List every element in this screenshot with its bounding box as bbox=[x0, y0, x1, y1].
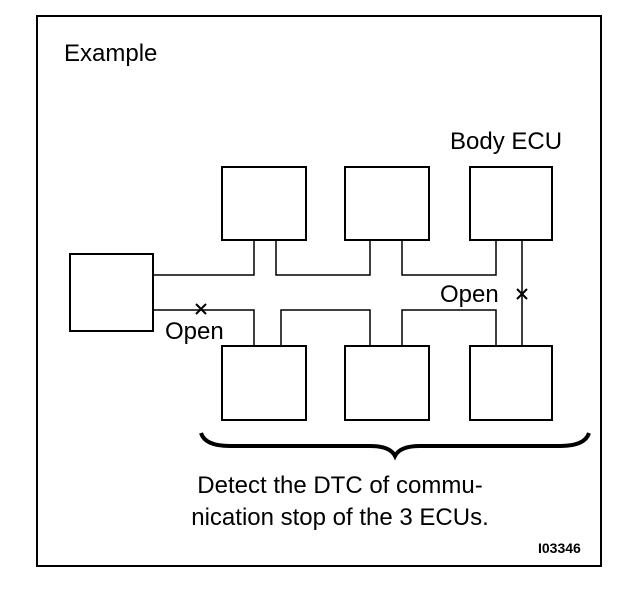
ecu-box-top-2 bbox=[344, 166, 430, 241]
bus-wire-lower bbox=[280, 309, 371, 346]
open-circuit-mark-left bbox=[195, 303, 207, 315]
bus-wire-lower bbox=[153, 309, 255, 346]
bus-wire-upper bbox=[275, 240, 371, 276]
caption-line-2: nication stop of the 3 ECUs. bbox=[191, 504, 489, 531]
open-label-right: Open bbox=[440, 281, 499, 308]
open-label-left: Open bbox=[165, 318, 224, 345]
ecu-box-bottom-1 bbox=[221, 345, 307, 421]
body-ecu-label: Body ECU bbox=[450, 128, 563, 155]
caption-line-1: Detect the DTC of commu- bbox=[197, 472, 483, 499]
open-circuit-mark-right bbox=[516, 288, 528, 300]
figure-title: Example bbox=[64, 40, 158, 67]
bus-wire-upper bbox=[153, 240, 255, 276]
ecu-box-body-ecu bbox=[469, 166, 553, 241]
curly-brace bbox=[199, 432, 591, 461]
ecu-box-bottom-2 bbox=[344, 345, 430, 421]
caption: Detect the DTC of commu- nication stop o… bbox=[150, 470, 530, 534]
ecu-box-bottom-3 bbox=[469, 345, 553, 421]
ecu-box-top-1 bbox=[221, 166, 307, 241]
bus-wire-upper bbox=[401, 240, 497, 276]
bus-wire-lower bbox=[401, 309, 497, 346]
figure-frame bbox=[36, 15, 602, 567]
ecu-box-left bbox=[69, 253, 154, 332]
figure-code: I03346 bbox=[538, 540, 581, 556]
